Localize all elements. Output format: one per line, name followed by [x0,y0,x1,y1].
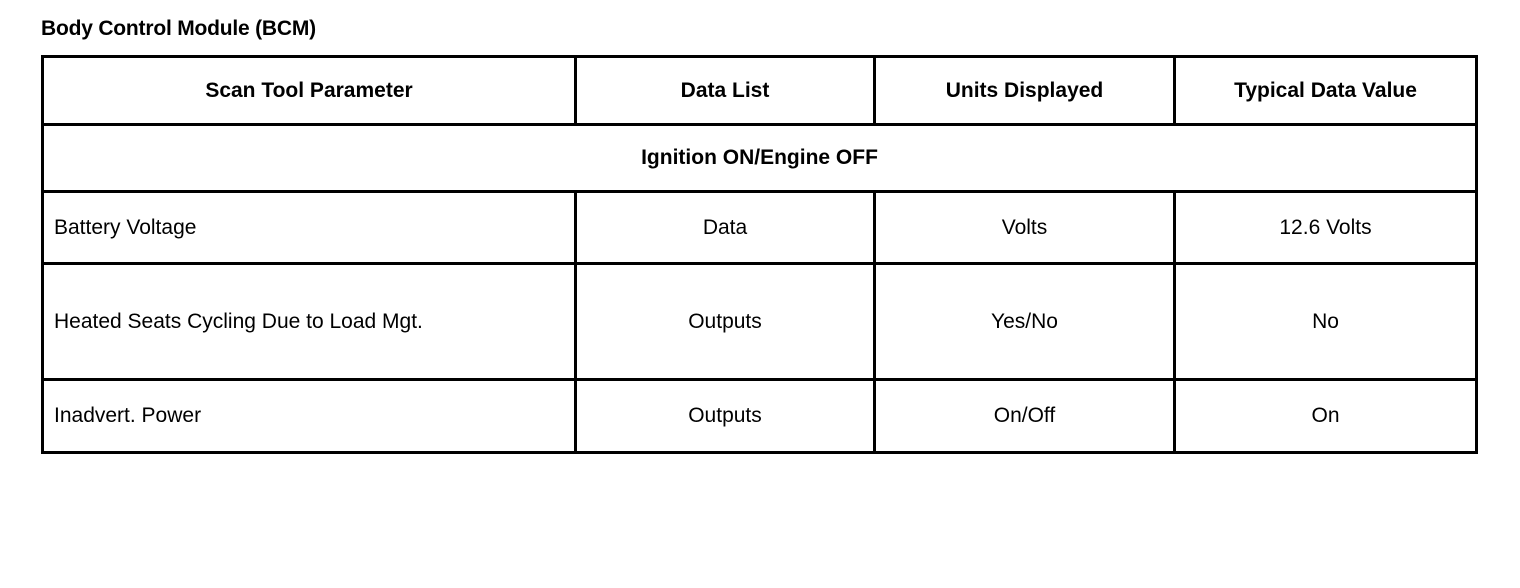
cell-data-list: Outputs [574,378,876,454]
table-row: Heated Seats Cycling Due to Load Mgt. Ou… [41,262,1478,381]
column-header-typical-data-value: Typical Data Value [1173,55,1478,126]
page-title: Body Control Module (BCM) [41,17,316,40]
cell-parameter: Battery Voltage [41,190,577,265]
table-header-row: Scan Tool Parameter Data List Units Disp… [41,55,1478,126]
cell-parameter: Inadvert. Power [41,378,577,454]
cell-units-displayed: Volts [873,190,1176,265]
cell-units-displayed: Yes/No [873,262,1176,381]
cell-data-list: Data [574,190,876,265]
cell-data-list: Outputs [574,262,876,381]
table-row: Battery Voltage Data Volts 12.6 Volts [41,190,1478,265]
cell-parameter-text: Heated Seats Cycling Due to Load Mgt. [54,309,423,333]
column-header-data-list: Data List [574,55,876,126]
scan-tool-parameter-table: Scan Tool Parameter Data List Units Disp… [41,55,1478,454]
cell-typical-data-value: 12.6 Volts [1173,190,1478,265]
column-header-units-displayed: Units Displayed [873,55,1176,126]
cell-units-displayed: On/Off [873,378,1176,454]
column-header-scan-tool-parameter: Scan Tool Parameter [41,55,577,126]
cell-typical-data-value: On [1173,378,1478,454]
cell-typical-data-value: No [1173,262,1478,381]
table-section-row: Ignition ON/Engine OFF [41,123,1478,193]
section-header-ignition-on-engine-off: Ignition ON/Engine OFF [41,123,1478,193]
table-row: Inadvert. Power Outputs On/Off On [41,378,1478,454]
cell-parameter: Heated Seats Cycling Due to Load Mgt. [41,262,577,381]
